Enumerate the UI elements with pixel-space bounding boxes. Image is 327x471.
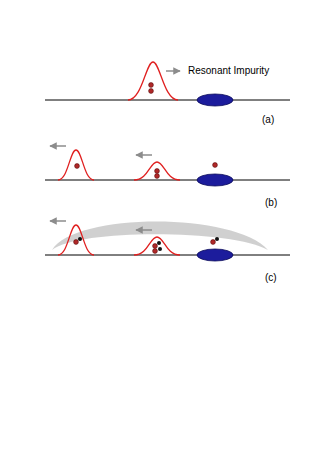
- wave-packet: [58, 150, 94, 180]
- spin-dot: [215, 237, 219, 241]
- wire-line: [45, 180, 290, 181]
- spin-dot: [78, 237, 82, 241]
- impurity-ellipse: [197, 94, 233, 106]
- particle-dot: [149, 89, 154, 94]
- wire-line: [45, 100, 290, 101]
- component-label: Resonant Impurity: [188, 65, 269, 76]
- entanglement-band: [52, 222, 268, 251]
- particle-dot: [75, 164, 80, 169]
- particle-dot: [153, 244, 158, 249]
- particle-dot: [149, 83, 154, 88]
- motion-arrow: [136, 154, 152, 156]
- impurity-ellipse: [197, 249, 233, 261]
- particle-dot: [74, 240, 79, 245]
- particle-dot: [211, 240, 216, 245]
- motion-arrow: [166, 70, 180, 72]
- particle-dot: [213, 163, 218, 168]
- impurity-ellipse: [197, 174, 233, 186]
- panel-label: (a): [262, 114, 274, 125]
- wave-packet: [134, 162, 180, 180]
- motion-arrow: [50, 220, 66, 222]
- particle-dot: [155, 174, 160, 179]
- panel-label: (c): [265, 272, 277, 283]
- wave-packet: [134, 237, 180, 255]
- wire-line: [45, 255, 290, 256]
- spin-dot: [158, 247, 162, 251]
- wave-packet: [58, 225, 94, 255]
- motion-arrow: [50, 145, 66, 147]
- particle-dot: [153, 249, 158, 254]
- particle-dot: [155, 169, 160, 174]
- panel-label: (b): [265, 197, 277, 208]
- spin-dot: [157, 241, 161, 245]
- motion-arrow: [136, 229, 152, 231]
- wave-packet: [128, 62, 178, 100]
